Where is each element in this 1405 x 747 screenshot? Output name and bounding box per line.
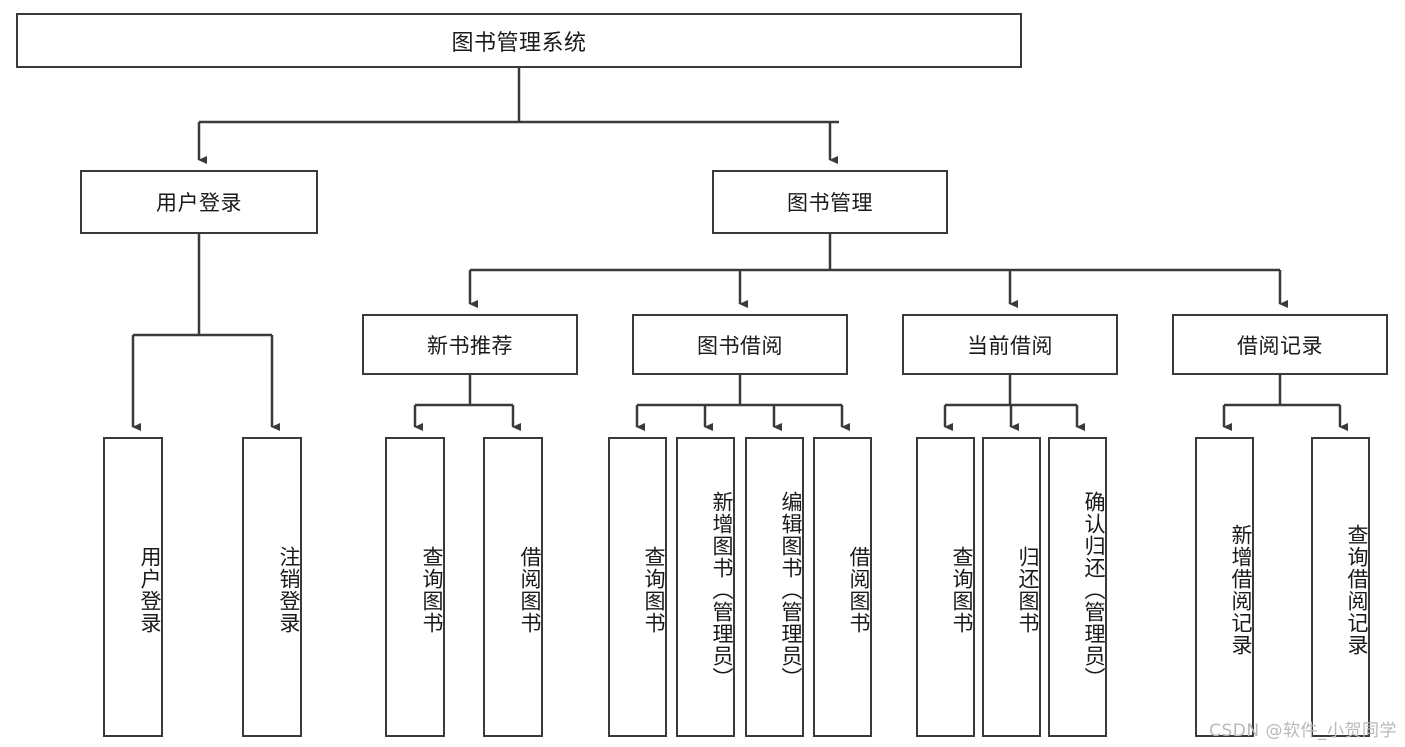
- leaf-add-record[interactable]: 新增借阅记录: [1195, 437, 1254, 737]
- leaf-query-book-cur[interactable]: 查询图书: [916, 437, 975, 737]
- leaf-query-book-borrow[interactable]: 查询图书: [608, 437, 667, 737]
- leaf-query-record-label: 查询借阅记录: [1345, 524, 1369, 656]
- node-new-book-rec-label: 新书推荐: [427, 333, 513, 358]
- node-book-admin[interactable]: 图书管理: [712, 170, 948, 234]
- leaf-logout[interactable]: 注销登录: [242, 437, 302, 737]
- leaf-confirm-return-label: 确认归还（管理员）: [1082, 491, 1106, 689]
- node-current-borrow-label: 当前借阅: [967, 333, 1053, 358]
- node-root[interactable]: 图书管理系统: [16, 13, 1022, 68]
- leaf-add-record-label: 新增借阅记录: [1229, 524, 1253, 656]
- node-book-borrow[interactable]: 图书借阅: [632, 314, 848, 375]
- leaf-return-book-label: 归还图书: [1016, 546, 1040, 634]
- node-borrow-record-label: 借阅记录: [1237, 333, 1323, 358]
- leaf-borrow-book-rec[interactable]: 借阅图书: [483, 437, 543, 737]
- leaf-edit-book-label: 编辑图书（管理员）: [779, 491, 803, 689]
- leaf-borrow-book-rec-label: 借阅图书: [518, 546, 542, 634]
- node-book-borrow-label: 图书借阅: [697, 333, 783, 358]
- leaf-query-book-rec-label: 查询图书: [420, 546, 444, 634]
- node-new-book-rec[interactable]: 新书推荐: [362, 314, 578, 375]
- leaf-query-book-cur-label: 查询图书: [950, 546, 974, 634]
- leaf-confirm-return[interactable]: 确认归还（管理员）: [1048, 437, 1107, 737]
- node-root-label: 图书管理系统: [451, 30, 587, 56]
- leaf-query-record[interactable]: 查询借阅记录: [1311, 437, 1370, 737]
- leaf-add-book[interactable]: 新增图书（管理员）: [676, 437, 735, 737]
- node-borrow-record[interactable]: 借阅记录: [1172, 314, 1388, 375]
- leaf-borrow-book[interactable]: 借阅图书: [813, 437, 872, 737]
- leaf-query-book-rec[interactable]: 查询图书: [385, 437, 445, 737]
- leaf-add-book-label: 新增图书（管理员）: [710, 491, 734, 689]
- csdn-watermark: CSDN @软件_小贺同学: [1209, 721, 1397, 741]
- leaf-borrow-book-label: 借阅图书: [847, 546, 871, 634]
- leaf-user-login[interactable]: 用户登录: [103, 437, 163, 737]
- node-user-login[interactable]: 用户登录: [80, 170, 318, 234]
- node-book-admin-label: 图书管理: [787, 191, 873, 215]
- leaf-logout-label: 注销登录: [277, 546, 301, 634]
- leaf-return-book[interactable]: 归还图书: [982, 437, 1041, 737]
- leaf-user-login-label: 用户登录: [138, 546, 162, 634]
- leaf-query-book-borrow-label: 查询图书: [642, 546, 666, 634]
- node-current-borrow[interactable]: 当前借阅: [902, 314, 1118, 375]
- leaf-edit-book[interactable]: 编辑图书（管理员）: [745, 437, 804, 737]
- node-user-login-label: 用户登录: [156, 191, 242, 215]
